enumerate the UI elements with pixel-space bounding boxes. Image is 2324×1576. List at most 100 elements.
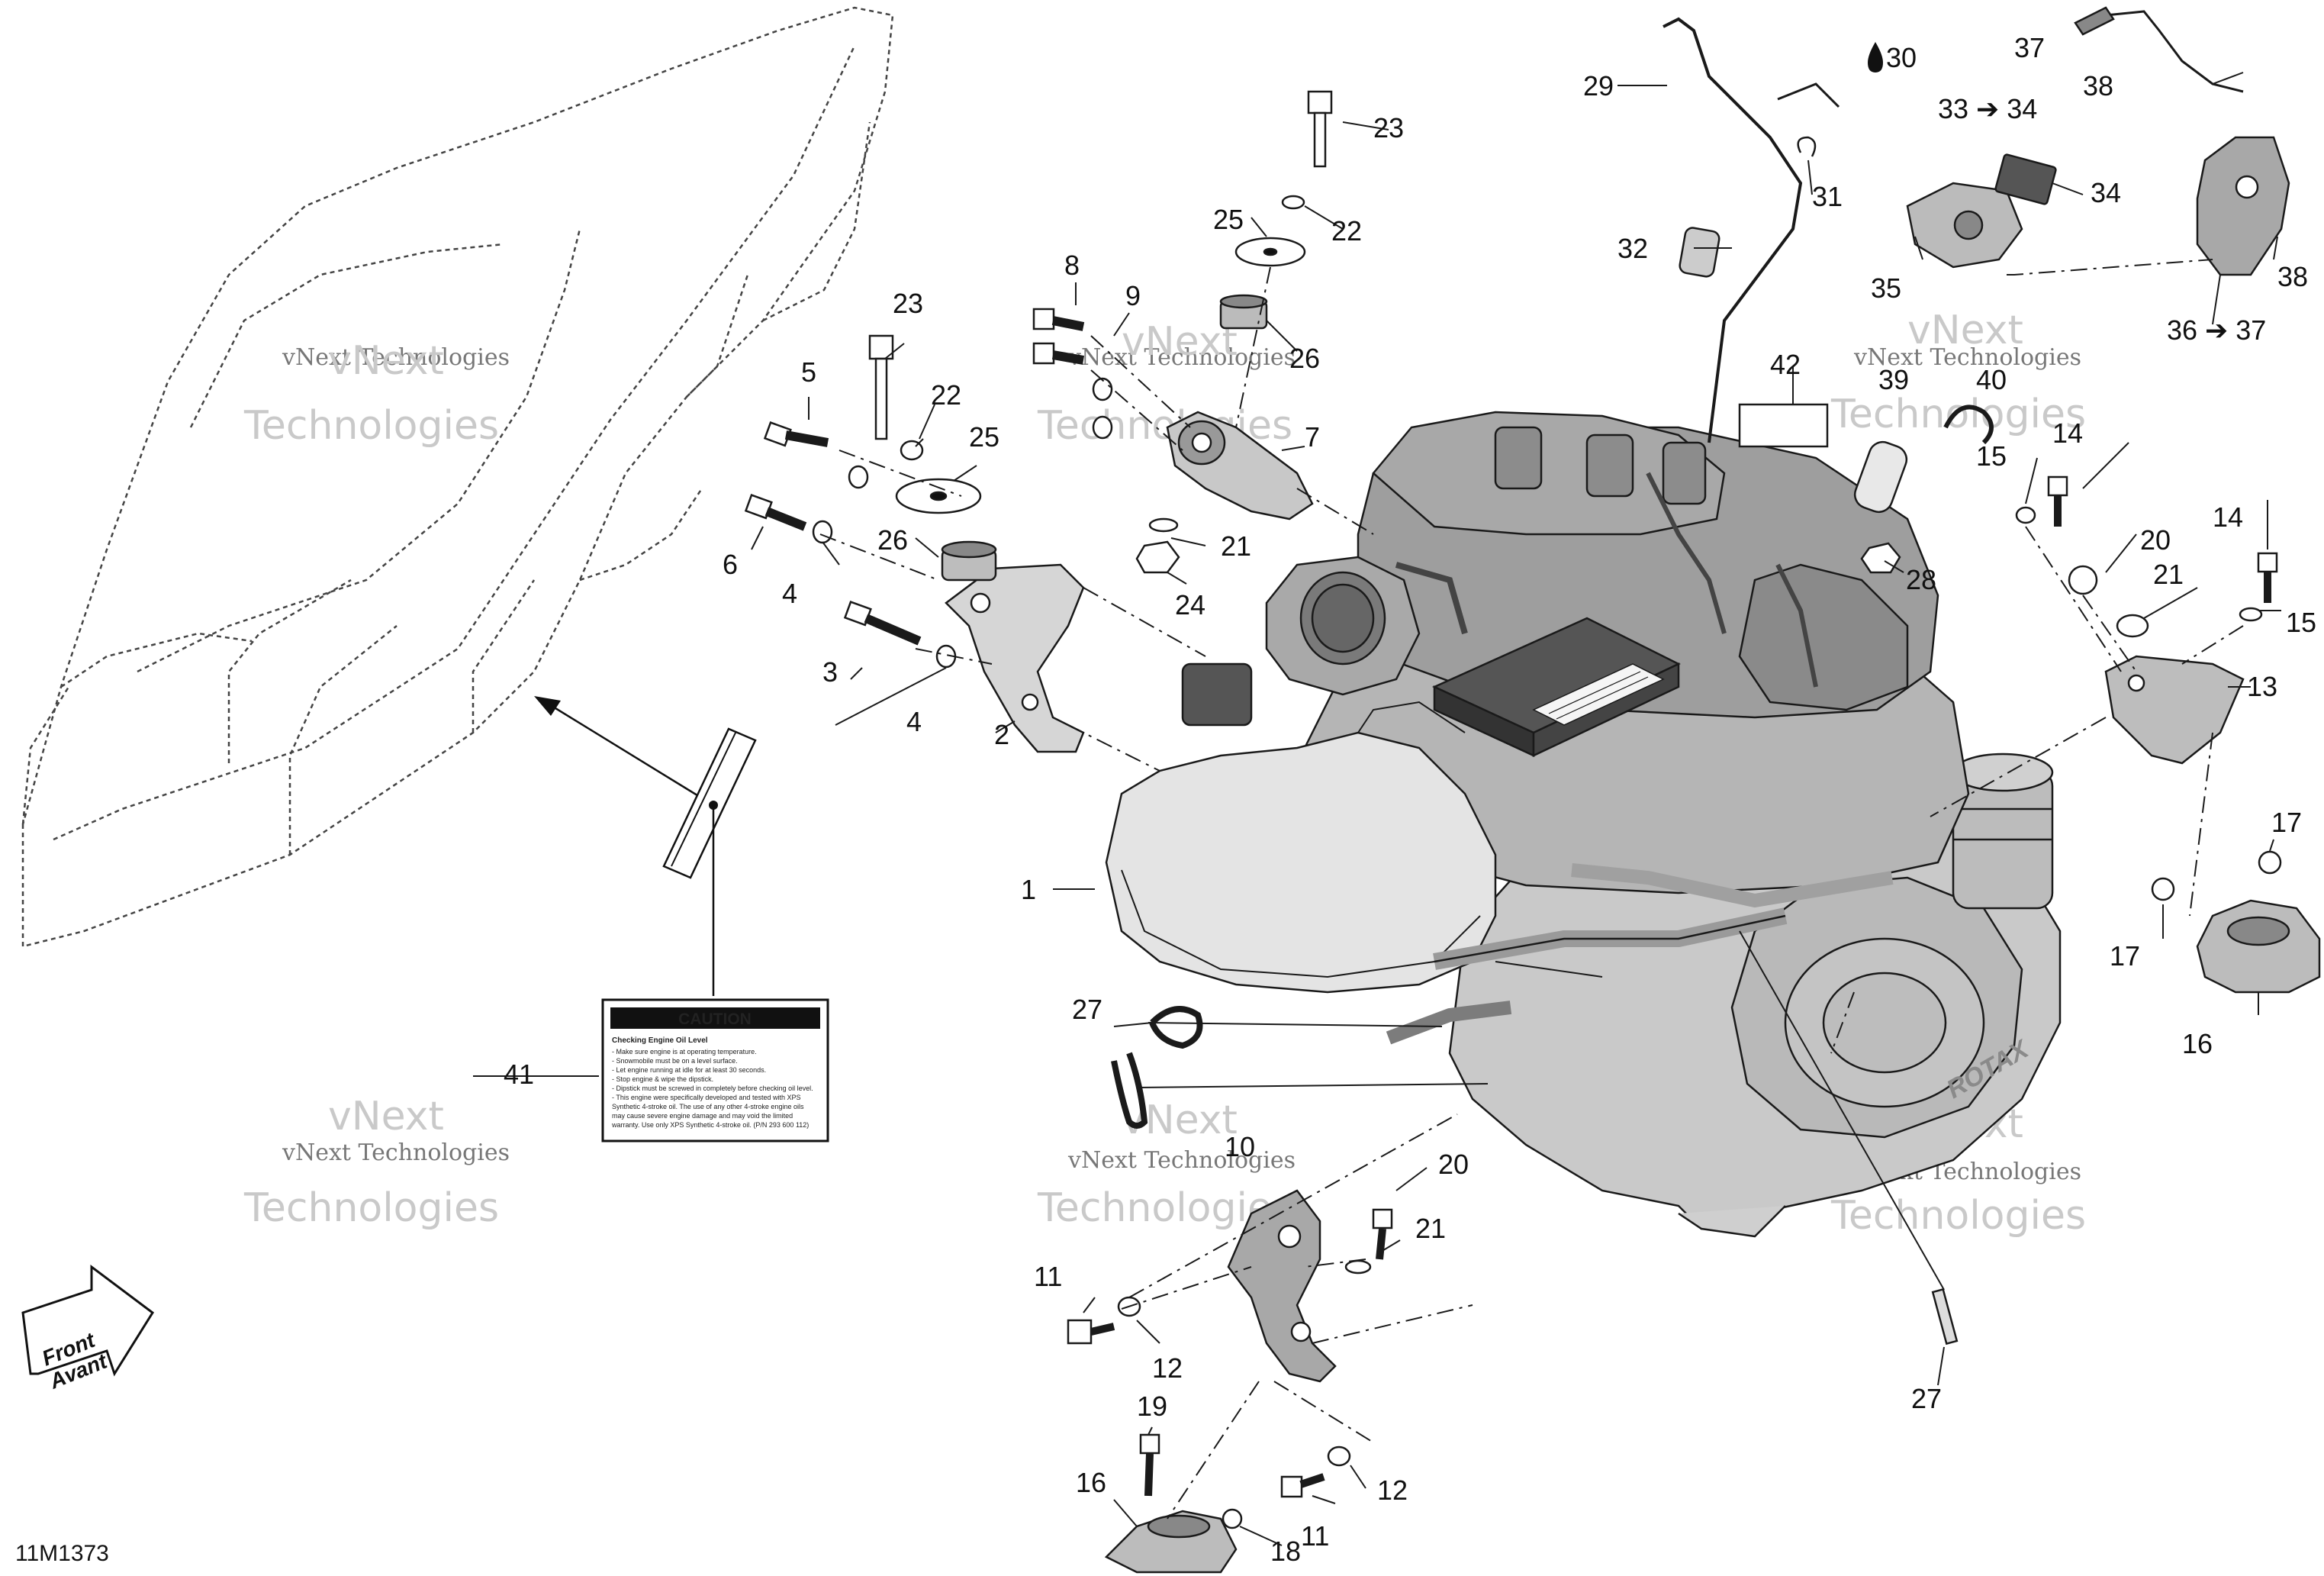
vehicle-body-outline [21, 6, 894, 948]
callout-labels: 1 2 3 4 4 5 6 7 8 9 10 11 11 12 12 13 14… [504, 32, 2316, 1567]
callout-33-34: 33 ➔ 34 [1938, 93, 2037, 124]
callout-10: 10 [1225, 1131, 1255, 1162]
watermark-text: vNext Technologies [282, 344, 510, 371]
caution-line: - Snowmobile must be on a level surface. [612, 1057, 738, 1065]
callout-20: 20 [2140, 524, 2171, 556]
leader-lines [473, 72, 2281, 1546]
callout-32: 32 [1617, 233, 1648, 264]
watermark-text: vNext [328, 338, 444, 384]
washer-part [1148, 517, 1179, 533]
callout-23: 23 [893, 288, 923, 319]
bolt-part [1307, 90, 1333, 168]
callout-8: 8 [1064, 250, 1080, 281]
callout-12: 12 [1377, 1474, 1408, 1506]
washer-part [1092, 377, 1113, 401]
bolt-head-part [2151, 877, 2175, 901]
front-direction-arrow: Front Avant [21, 1265, 155, 1394]
ecu-box-part [1431, 617, 1681, 757]
washer-part [2015, 506, 2036, 524]
rubber-mount-left [941, 540, 997, 582]
callout-28: 28 [1906, 564, 1936, 595]
callout-17: 17 [2271, 807, 2302, 838]
washer-part [1327, 1445, 1351, 1467]
washer-part [812, 520, 833, 544]
bolt-part [1139, 1433, 1160, 1497]
watermark-text: vNext [1907, 308, 2023, 353]
callout-38: 38 [2277, 261, 2308, 292]
callout-42: 42 [1770, 349, 1801, 380]
rubber-mount-upper [1219, 294, 1268, 330]
callout-27: 27 [1911, 1383, 1942, 1414]
label-location-arrow [534, 696, 714, 807]
bolt-part [1067, 1319, 1115, 1345]
callout-40: 40 [1976, 364, 2007, 395]
bolt-part [744, 493, 807, 531]
callout-21: 21 [2153, 559, 2184, 590]
washer-part [1092, 415, 1113, 440]
caution-lines: - Make sure engine is at operating tempe… [611, 1048, 813, 1129]
oil-filter-part [1952, 753, 2054, 910]
watermark-text: vNext Technologies [1067, 344, 1296, 371]
callout-41: 41 [504, 1059, 534, 1090]
caution-line: - Stop engine & wipe the dipstick. [612, 1075, 713, 1083]
watermark-top-left: vNext Technologies vNext Technologies [243, 338, 510, 449]
bolt-part [1372, 1208, 1393, 1260]
caution-line: warranty. Use only XPS Synthetic 4-strok… [611, 1121, 809, 1129]
callout-4: 4 [782, 578, 797, 609]
caution-line: - This engine were specifically develope… [612, 1094, 800, 1101]
bolt-head-part [1222, 1508, 1243, 1529]
dipstick-part [1931, 1288, 1959, 1346]
callout-36-37: 36 ➔ 37 [2167, 314, 2266, 346]
watermark-bottom-left: vNext Technologies vNext Technologies [243, 1094, 510, 1231]
watermark-text: Technologies [243, 1185, 499, 1231]
callout-14: 14 [2052, 417, 2083, 449]
callout-24: 24 [1175, 589, 1205, 620]
clamp-part [1149, 1006, 1203, 1049]
washer-part [1281, 195, 1305, 210]
callout-3: 3 [822, 656, 838, 688]
watermark-text: vNext [1122, 1097, 1238, 1143]
callout-15: 15 [2286, 607, 2316, 638]
callout-21: 21 [1415, 1213, 1446, 1244]
watermark-text: vNext Technologies [1067, 1147, 1296, 1174]
callout-17: 17 [2110, 940, 2140, 972]
callout-21: 21 [1221, 530, 1251, 562]
callout-14: 14 [2213, 501, 2243, 533]
clamp-part [1943, 404, 1994, 445]
diagram-id: 11M1373 [15, 1541, 109, 1566]
caution-line: - Dipstick must be screwed in completely… [612, 1085, 813, 1092]
clip-part [1797, 136, 1817, 157]
callout-12: 12 [1152, 1352, 1183, 1384]
watermark-text: Technologies [1830, 392, 2086, 437]
washer-part [848, 465, 869, 489]
callout-9: 9 [1125, 280, 1141, 311]
watermark-text: vNext [1122, 319, 1238, 365]
bolt-part [2047, 475, 2068, 527]
washer-part [2239, 607, 2263, 622]
callout-35: 35 [1871, 272, 1901, 304]
callout-13: 13 [2247, 671, 2277, 702]
callout-16: 16 [1076, 1467, 1106, 1498]
cable-bracket-right [2196, 136, 2290, 276]
callout-31: 31 [1812, 181, 1843, 212]
watermark-text: Technologies [1830, 1193, 2086, 1239]
bolt-part [843, 600, 922, 646]
caution-line: - Let engine running at idle for at leas… [612, 1066, 766, 1074]
sensor-cable-part [1663, 17, 1803, 443]
washer-part [2116, 614, 2149, 638]
label-strip-part [662, 727, 757, 996]
callout-23: 23 [1373, 112, 1404, 143]
sensor-bracket [1906, 182, 2023, 269]
bolt-part [1032, 308, 1085, 365]
throttle-body-part [1181, 556, 1421, 727]
bolt-part [763, 421, 829, 447]
callout-30: 30 [1886, 42, 1917, 73]
watermark-text: vNext Technologies [282, 1139, 510, 1166]
callout-6: 6 [723, 549, 738, 580]
caution-line: - Make sure engine is at operating tempe… [612, 1048, 757, 1056]
callout-38: 38 [2083, 70, 2113, 102]
callout-1: 1 [1021, 874, 1036, 905]
callout-26: 26 [877, 524, 908, 556]
clamp-part [1111, 1052, 1148, 1129]
